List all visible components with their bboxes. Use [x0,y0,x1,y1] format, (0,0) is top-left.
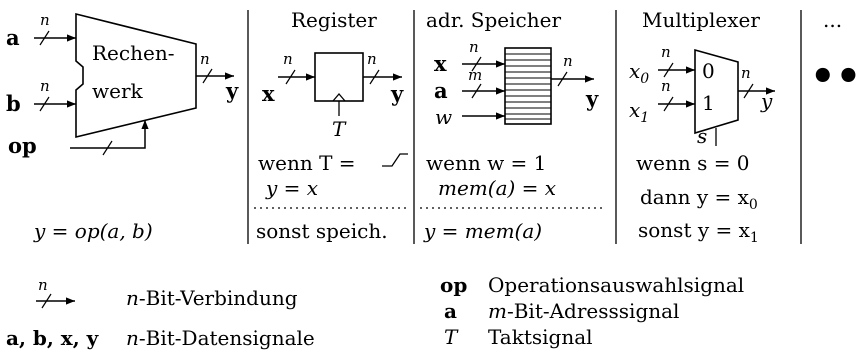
memory-input-x-label: x [434,51,447,76]
alu-op-slash [102,140,113,156]
mux-shape [694,48,739,135]
mux-select-0-label: 0 [702,59,715,83]
alu-shape [75,12,197,139]
mux-block: Multiplexer 0 1 x0 n x1 n s n y wenn s =… [629,8,775,246]
legend-item-clock-desc: Taktsignal [488,325,593,349]
mux-output-slash [743,83,754,99]
mux-condition: wenn s = 0 [636,151,750,175]
mux-output-label: y [760,89,773,113]
register-output-label: y [390,81,404,106]
alu-input-a-width: n [40,11,50,29]
register-output-slash [369,69,380,85]
memory-input-a-slash [471,83,482,99]
mux-input-x1-slash [663,96,674,112]
alu-output-width: n [200,50,210,68]
register-assign: y = x [265,176,318,200]
alu-op-label: op [8,133,37,158]
alu-input-a-label: a [6,25,20,50]
legend-item-data-key: a, b, x, y [6,326,100,350]
mux-then: dann y = x0 [640,185,758,213]
alu-block: Rechen- werk a n b n op n y y = op(a, b) [6,11,239,243]
register-else: sonst speich. [256,219,388,243]
mux-select-1-label: 1 [702,91,715,115]
memory-cells [505,53,551,120]
legend-item-data-desc: n-Bit-Datensignale [126,326,315,350]
memory-box [504,47,552,125]
alu-formula: y = op(a, b) [33,219,153,243]
memory-block: adr. Speicher x n a m w n y wenn w = 1 m… [420,8,604,243]
register-input-label: x [262,81,275,106]
legend-item-op-key: op [440,273,467,297]
register-title: Register [291,8,377,32]
more-title: ... [823,8,842,32]
alu-input-b-width: n [40,77,50,95]
register-input-slash [285,69,296,85]
column-separators [247,10,802,244]
memory-input-w-label: w [435,105,452,129]
alu-input-a-slash [39,30,50,46]
register-block: Register T x n n y wenn T = y = x sonst … [254,8,408,243]
alu-input-b-slash [39,96,50,112]
memory-output-width: n [563,52,573,70]
alu-label-line2: werk [92,79,144,103]
register-input-width: n [283,50,293,68]
alu-output-slash [202,68,213,84]
memory-title: adr. Speicher [426,8,561,32]
memory-output-label: y [585,86,599,111]
memory-assign: mem(a) = x [438,176,556,200]
legend-item-addr-key: a [444,299,457,323]
mux-else: sonst y = x1 [638,218,759,246]
alu-output-label: y [225,78,239,103]
legend: n n-Bit-Verbindung a, b, x, y n-Bit-Date… [6,273,744,350]
alu-label-line1: Rechen- [92,41,174,65]
legend-item-op-desc: Operationsauswahlsignal [488,273,744,297]
register-condition: wenn T = [258,151,356,175]
memory-read: y = mem(a) [423,219,542,243]
mux-input-x0-label: x0 [629,59,649,87]
more-block: ... ••• [810,8,856,100]
mux-title: Multiplexer [642,8,760,32]
mux-output-width: n [741,64,751,82]
rising-edge-icon [382,153,408,167]
alu-op-wire [70,120,149,149]
mux-select-label: s [697,124,707,148]
register-clock-notch [332,93,346,102]
memory-input-a-label: a [434,78,448,103]
more-dots: ••• [810,53,856,100]
memory-input-a-width: m [468,66,482,84]
register-clock-label: T [332,117,347,141]
legend-item-bus-desc: n-Bit-Verbindung [126,286,298,310]
alu-input-b-label: b [6,91,21,116]
memory-condition: wenn w = 1 [426,151,546,175]
legend-item-addr-desc: m-Bit-Adresssignal [488,299,679,323]
memory-output-slash [557,71,568,87]
mux-input-x0-slash [663,62,674,78]
mux-input-x0-width: n [661,43,671,61]
legend-item-clock-key: T [444,325,459,349]
mux-input-x1-label: x1 [629,98,649,126]
memory-input-x-width: n [469,38,479,56]
memory-input-x-slash [471,56,482,72]
mux-input-x1-width: n [661,77,671,95]
svg-text:n: n [38,276,48,294]
legend-bus-symbol: n [36,276,75,309]
register-output-width: n [367,50,377,68]
